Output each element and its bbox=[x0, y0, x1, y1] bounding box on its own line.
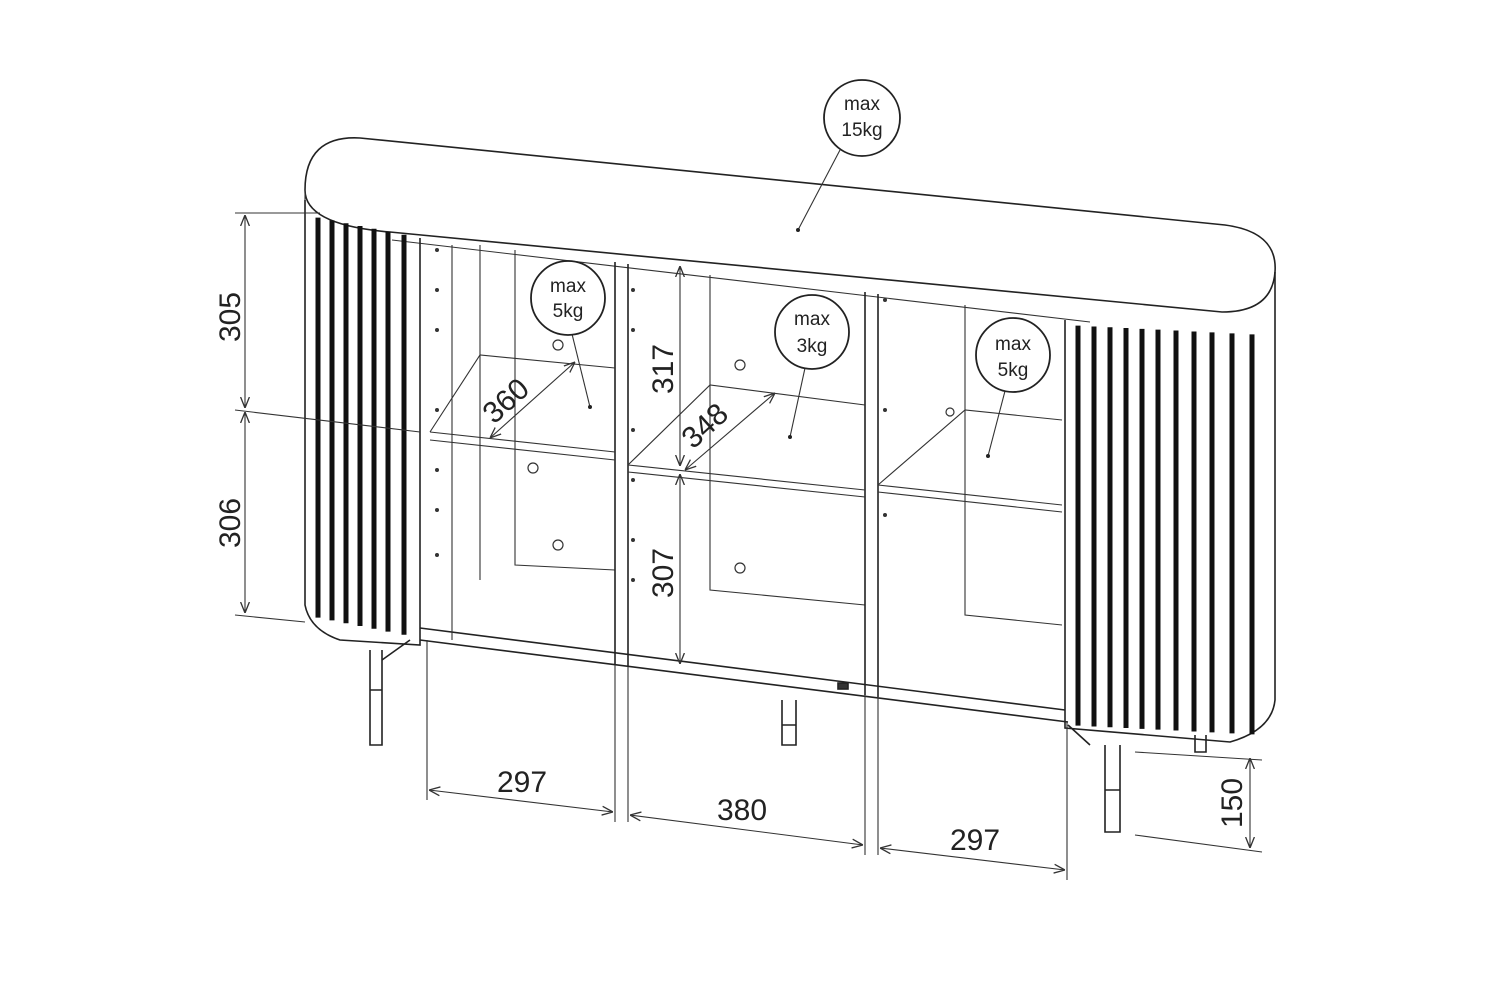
shelf-pin-hole bbox=[435, 288, 439, 292]
svg-text:5kg: 5kg bbox=[553, 301, 584, 322]
shelf-pin-hole bbox=[631, 478, 635, 482]
dim-left-shelf-depth: 360 bbox=[477, 372, 536, 430]
shelf-pin-hole bbox=[435, 248, 439, 252]
dim-left-width: 297 bbox=[497, 766, 547, 799]
shelf-pin-hole bbox=[631, 288, 635, 292]
svg-text:3kg: 3kg bbox=[797, 336, 828, 357]
right-fluted-door bbox=[1064, 272, 1276, 743]
dim-leg-height: 150 bbox=[1216, 778, 1249, 828]
svg-text:max: max bbox=[794, 309, 830, 330]
shelf-pin-hole bbox=[435, 508, 439, 512]
dim-center-upper-height: 317 bbox=[647, 344, 680, 394]
shelf-pin-hole bbox=[883, 298, 887, 302]
left-fluted-door bbox=[304, 200, 421, 646]
shelf-pin-hole bbox=[631, 578, 635, 582]
svg-text:15kg: 15kg bbox=[841, 120, 882, 141]
legs bbox=[369, 639, 1207, 833]
shelf-pin-hole bbox=[631, 428, 635, 432]
dim-left-lower-height: 306 bbox=[214, 498, 247, 548]
svg-text:max: max bbox=[995, 334, 1031, 355]
dim-center-width: 380 bbox=[717, 794, 767, 827]
shelf-pin-hole bbox=[631, 538, 635, 542]
dim-center-lower-height: 307 bbox=[647, 548, 680, 598]
shelf-pin-hole bbox=[631, 328, 635, 332]
shelf-pin-hole bbox=[435, 408, 439, 412]
load-callout-left-shelf: max 5kg bbox=[530, 260, 606, 409]
shelf-pin-hole bbox=[435, 328, 439, 332]
load-callout-center-shelf: max 3kg bbox=[774, 294, 850, 439]
dim-center-shelf-depth: 348 bbox=[676, 397, 735, 455]
shelf-pin-hole bbox=[883, 513, 887, 517]
load-callout-top: max 15kg bbox=[796, 79, 901, 232]
svg-text:max: max bbox=[550, 276, 586, 297]
shelf-pin-hole bbox=[435, 553, 439, 557]
svg-text:max: max bbox=[844, 94, 880, 115]
shelf-pin-hole bbox=[883, 408, 887, 412]
dim-right-width: 297 bbox=[950, 824, 1000, 857]
dim-left-upper-height: 305 bbox=[214, 292, 247, 342]
shelf-pin-hole bbox=[435, 468, 439, 472]
dimension-lines bbox=[234, 212, 1263, 880]
load-callout-right-shelf: max 5kg bbox=[975, 317, 1051, 458]
carcass bbox=[419, 245, 1069, 723]
svg-text:5kg: 5kg bbox=[998, 360, 1029, 381]
top-slab bbox=[304, 137, 1276, 323]
